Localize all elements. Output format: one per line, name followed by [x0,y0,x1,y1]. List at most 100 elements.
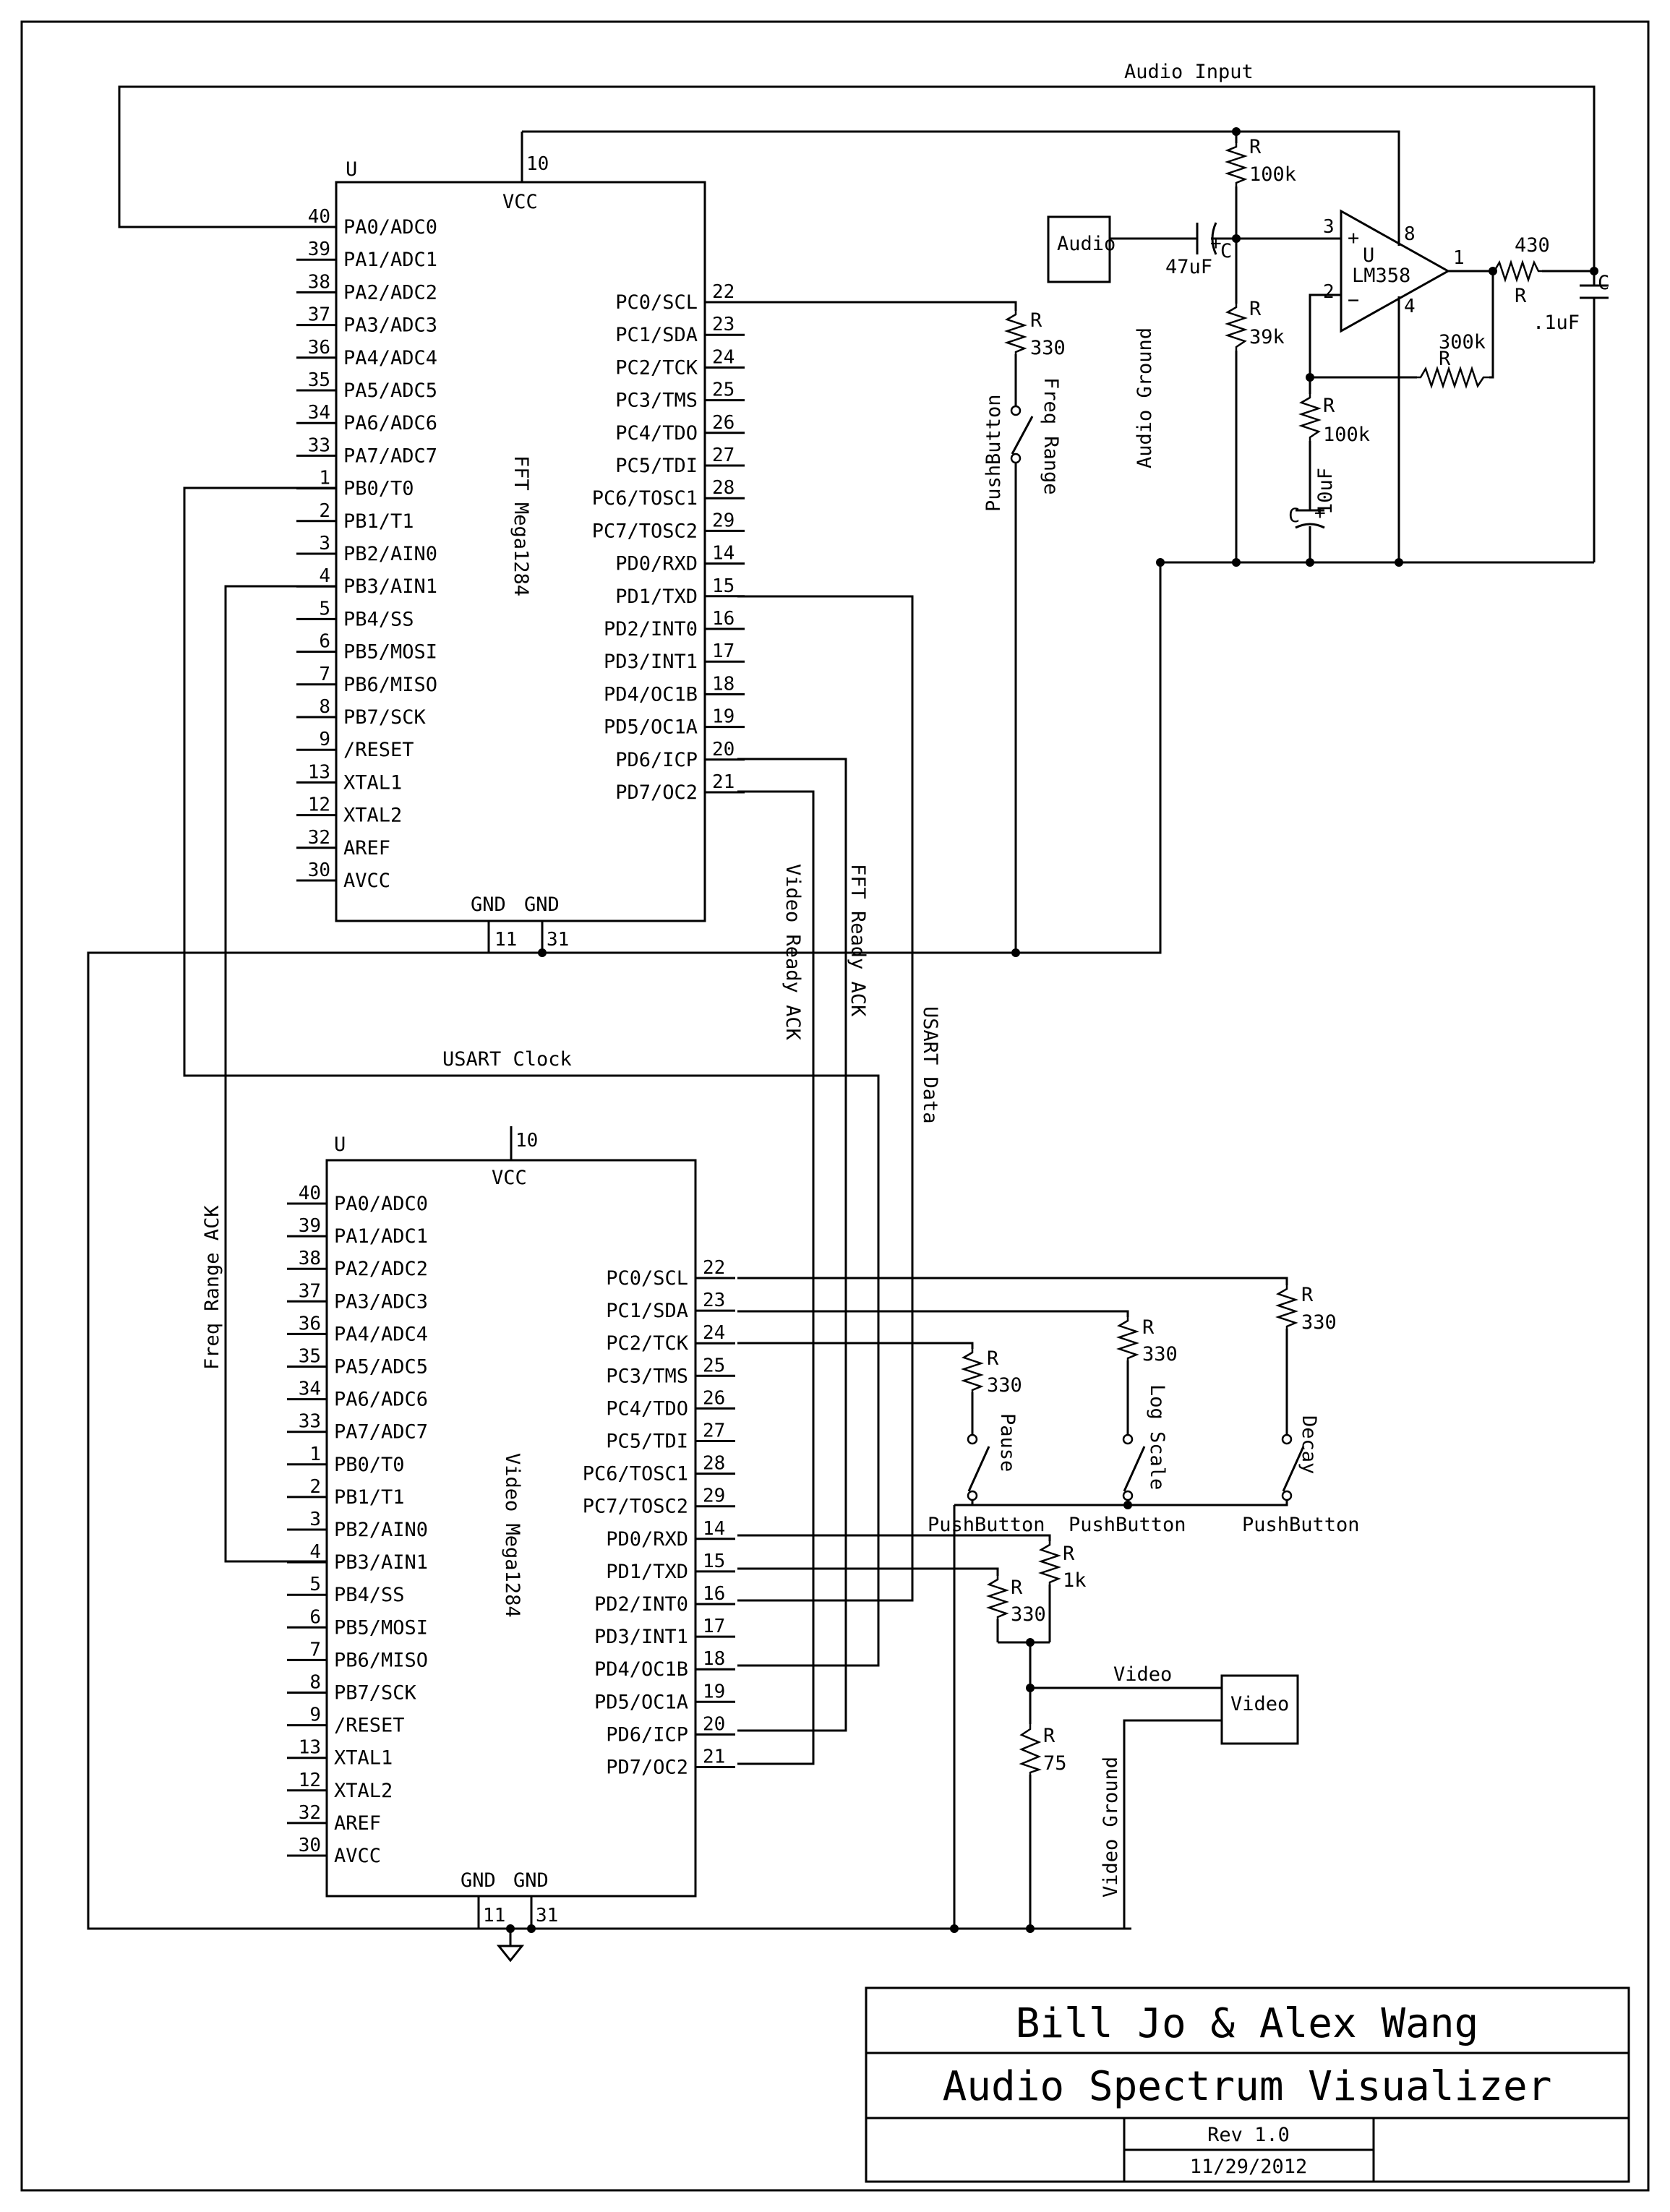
fft-vcc-label: VCC [502,191,538,213]
capacitor-10uf [1295,505,1325,529]
resistor-log-330 [1116,1317,1139,1360]
video-pin-name: PD3/INT1 [594,1626,688,1648]
video-pin-name: PB2/AIN0 [334,1519,428,1541]
title-date: 11/29/2012 [1190,2156,1308,2178]
fft-pin-name: PC6/TOSC1 [592,487,698,510]
resistor-300k [1417,366,1489,389]
resistor-decay-330 [1275,1285,1298,1329]
fft-pin-num: 24 [712,346,735,368]
opamp-lm358: + − U LM358 3 2 8 4 1 [1323,209,1465,333]
resistor-1k [1038,1541,1061,1585]
net-video: Video [1113,1663,1172,1686]
video-pin-num: 19 [703,1681,725,1702]
fft-pin-name: AREF [343,837,390,859]
fft-pin-num: 6 [319,631,330,653]
r-1k-ref: R [1063,1543,1075,1565]
ground-symbol [496,1929,525,1963]
video-pin-name: PB3/AIN1 [334,1551,428,1574]
fft-pin-num: 4 [319,565,330,587]
video-pin-num: 25 [703,1355,725,1376]
fft-pin-num: 32 [308,827,330,849]
fft-pin-num: 26 [712,412,735,434]
fft-pin-name: PB5/MOSI [343,641,437,664]
r-pause-value: 330 [987,1374,1022,1397]
fft-pin-num: 1 [319,468,330,489]
video-vcc-pin: 10 [515,1130,538,1152]
resistors [961,143,1542,1775]
video-pin-num: 6 [309,1606,321,1628]
fft-gnd-pin-1: 11 [494,929,517,951]
video-gnd-label-1: GND [461,1869,496,1892]
video-pin-num: 26 [703,1387,725,1409]
fft-pin-name: PA3/ADC3 [343,314,437,337]
fft-pin-name: PC0/SCL [615,291,698,314]
c-01uf-value: .1uF [1533,312,1580,334]
video-pin-num: 27 [703,1420,725,1442]
video-pin-name: PD0/RXD [606,1528,688,1551]
r-430-value: 430 [1515,234,1550,257]
video-chip-ref: U [334,1133,346,1156]
video-connector-label: Video [1230,1693,1289,1715]
r-1k-value: 1k [1063,1569,1087,1592]
fft-pin-num: 20 [712,739,735,760]
video-pin-name: PA0/ADC0 [334,1193,428,1215]
r-300k-value: 300k [1439,331,1486,353]
fft-pin-num: 16 [712,608,735,630]
video-gnd-pin-2: 31 [536,1905,558,1926]
r-39k-ref: R [1249,298,1262,320]
wires [87,85,1596,1930]
c-10uf-pol: + [1314,502,1326,524]
net-video-ground: Video Ground [1100,1757,1122,1898]
resistor-430 [1491,260,1542,283]
video-pin-name: PB0/T0 [334,1454,405,1476]
fft-pin-num: 37 [308,304,330,326]
c-47uf-pol: + [1210,233,1222,254]
fft-pin-name: XTAL1 [343,771,402,794]
audio-connector: Audio [1047,215,1116,283]
video-pin-name: PA4/ADC4 [334,1323,428,1345]
video-pin-name: PC1/SDA [606,1300,688,1322]
opamp-pin-2: 2 [1323,281,1335,303]
capacitors [1191,222,1609,529]
fft-pin-name: PC1/SDA [615,324,698,346]
r-39k-value: 39k [1249,326,1285,348]
fft-pin-num: 9 [319,729,330,750]
opamp-ref: U [1363,244,1374,267]
capacitor-47uf [1191,222,1222,255]
video-gnd-pin-1: 11 [483,1905,505,1926]
fft-pin-num: 14 [712,543,735,565]
resistor-39k [1225,304,1248,351]
fft-pin-num: 21 [712,771,735,793]
fft-pin-name: PC4/TDO [615,422,698,445]
video-pin-num: 39 [299,1215,321,1237]
fft-pin-name: PD7/OC2 [615,781,698,804]
c-01uf-ref: C [1598,272,1609,294]
video-pin-name: PA1/ADC1 [334,1225,428,1248]
fft-gnd-label-1: GND [471,893,506,916]
resistor-100k-top [1225,143,1248,187]
video-pin-num: 28 [703,1453,725,1475]
video-pin-num: 17 [703,1616,725,1637]
video-pin-num: 16 [703,1583,725,1605]
net-usart-data: USART Data [919,1006,941,1124]
resistor-100k-fb [1298,394,1322,441]
fft-pin-num: 25 [712,380,735,401]
fft-pin-name: PB7/SCK [343,706,427,729]
video-pin-name: PB1/T1 [334,1486,405,1509]
fft-pin-num: 2 [319,500,330,522]
opamp-plus: + [1348,227,1359,249]
video-chip-name: Video Mega1284 [501,1453,523,1618]
decay-button-label: Decay [1298,1415,1320,1474]
video-pin-name: PA6/ADC6 [334,1389,428,1411]
fft-pin-name: PD5/OC1A [604,716,698,739]
fft-pin-name: PA2/ADC2 [343,281,437,304]
fft-pin-num: 36 [308,337,330,359]
video-connector: Video [1220,1674,1299,1745]
fft-pin-num: 3 [319,533,330,554]
video-pin-name: PC3/TMS [606,1365,688,1387]
net-usart-clock: USART Clock [442,1048,572,1071]
resistor-75 [1019,1724,1042,1775]
r-75-value: 75 [1043,1752,1067,1775]
r-75-ref: R [1043,1725,1055,1747]
